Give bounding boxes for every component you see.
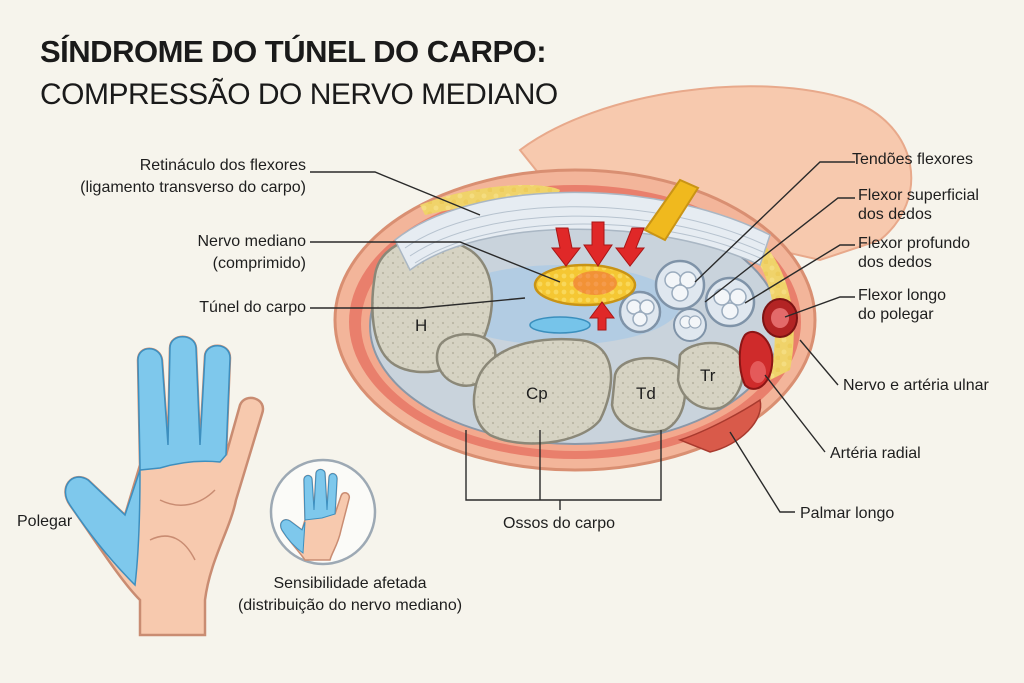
- label-palmar-longo: Palmar longo: [800, 505, 895, 522]
- label-flexor-longo-2: do polegar: [858, 306, 934, 323]
- bone-label-td: Td: [636, 384, 656, 403]
- bone-trapezium-shape: [676, 341, 745, 411]
- label-retinaculo-sub: (ligamento transverso do carpo): [80, 179, 306, 196]
- label-retinaculo: Retináculo dos flexores: [139, 157, 306, 174]
- label-sensibilidade-sub: (distribuição do nervo mediano): [237, 597, 463, 614]
- palmaris-longus: [677, 398, 762, 453]
- bone-capitate-shape: [472, 337, 613, 445]
- title-line-2: COMPRESSÃO DO NERVO MEDIANO: [40, 78, 558, 111]
- title-line-1: SÍNDROME DO TÚNEL DO CARPO:: [40, 34, 547, 69]
- label-flexor-profundo-2: dos dedos: [858, 254, 932, 271]
- label-flexor-profundo-1: Flexor profundo: [858, 235, 971, 252]
- label-flexor-longo-1: Flexor longo: [858, 287, 947, 304]
- leader-lines: [79, 161, 855, 521]
- label-tunel: Túnel do carpo: [199, 299, 306, 316]
- label-arteria-radial: Artéria radial: [830, 445, 921, 462]
- label-tendoes: Tendões flexores: [852, 151, 973, 168]
- label-polegar: Polegar: [17, 513, 73, 530]
- palm-crease: [159, 489, 216, 506]
- label-nervo-mediano-sub: (comprimido): [212, 255, 306, 272]
- small-hand-inset: [269, 458, 377, 566]
- bone-label-h: H: [415, 316, 428, 335]
- retinaculum-fibers: [404, 206, 766, 264]
- compression-arrows: [550, 221, 646, 331]
- label-flexor-superficial-2: dos dedos: [858, 206, 932, 223]
- nerve-branch: [643, 178, 700, 242]
- affected-area-thumb: [64, 469, 141, 587]
- flexor-tendons: [618, 259, 756, 342]
- bone-label-cp: Cp: [526, 384, 548, 403]
- label-nervo-ulnar: Nervo e artéria ulnar: [843, 377, 989, 394]
- affected-area-fingers: [137, 336, 231, 471]
- fat-right: [750, 240, 794, 380]
- bone-trapezoid-shape: [610, 356, 687, 434]
- median-nerve: [533, 263, 637, 307]
- small-blue-vessel: [529, 316, 591, 334]
- nerve-compression-glow: [573, 271, 617, 295]
- label-sensibilidade: Sensibilidade afetada: [273, 575, 427, 592]
- hand-illustration: [64, 335, 265, 637]
- label-flexor-superficial-1: Flexor superficial: [858, 187, 979, 204]
- label-ossos: Ossos do carpo: [503, 515, 616, 532]
- bone-label-tr: Tr: [700, 366, 716, 385]
- label-nervo-mediano: Nervo mediano: [197, 233, 307, 250]
